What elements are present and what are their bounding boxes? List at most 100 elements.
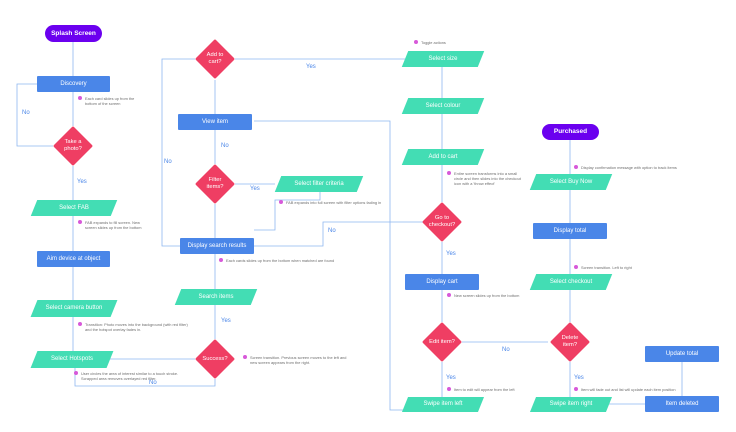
io-label: Select filter criteria [294, 180, 344, 187]
decision-label: Filter items? [206, 177, 224, 190]
note-dot [574, 387, 578, 391]
edge-label-yes: Yes [574, 375, 584, 381]
process-display-cart: Display cart [405, 274, 479, 290]
edge-label-yes: Yes [221, 318, 231, 324]
decision-label: Go to checkout? [428, 215, 456, 228]
note-item-fade-out: Item will fade out and list will update … [581, 387, 676, 392]
decision-delete-item: Delete item? [550, 322, 590, 362]
decision-label: Take a photo? [64, 139, 82, 152]
decision-take-photo: Take a photo? [53, 126, 93, 166]
note-photo-moves: Transition: Photo moves into the backgro… [85, 322, 188, 333]
process-label: Aim device at object [46, 255, 101, 262]
process-aim-device: Aim device at object [37, 251, 110, 267]
note-screen-transition-slides: Screen transition. Previous screen moves… [250, 355, 347, 366]
io-label: Add to cart [428, 153, 458, 160]
note-display-confirmation: Display confirmation message with option… [581, 165, 677, 170]
io-label: Swipe item right [549, 401, 593, 408]
note-dot [243, 355, 247, 359]
edge-label-no: No [502, 347, 510, 353]
note-new-screen-slides: New screen slides up from the bottom [454, 293, 520, 298]
decision-edit-item: Edit item? [422, 322, 462, 362]
edge-label-no: No [328, 228, 336, 234]
io-select-hotspots: Select Hotspots [34, 351, 110, 368]
process-label: Update total [665, 350, 699, 357]
decision-label: Edit item? [429, 338, 455, 345]
note-cards-slide: Each card slides up from the bottom of t… [85, 96, 135, 107]
edge-label-yes: Yes [306, 64, 316, 70]
note-cards-slide-matches: Each cards slides up from the bottom whe… [226, 258, 335, 263]
edge-label-no: No [22, 110, 30, 116]
process-label: View item [202, 118, 228, 125]
io-label: Select colour [425, 102, 461, 109]
process-label: Display search results [187, 242, 247, 249]
process-label: Display cart [426, 278, 458, 285]
edge-takephoto-no-loop [16, 83, 53, 147]
decision-success: Success? [195, 339, 235, 379]
decision-filter-items: Filter items? [195, 164, 235, 204]
decision-add-to-cart: Add to cart? [195, 39, 235, 79]
io-label: Select Hotspots [50, 356, 94, 363]
io-label: Search items [198, 293, 234, 300]
decision-label: Add to cart? [206, 52, 224, 65]
edge-view-right [254, 120, 405, 411]
io-select-size: Select size [405, 51, 481, 67]
process-label: Discovery [60, 80, 87, 87]
note-dot [574, 265, 578, 269]
edge-label-yes: Yes [446, 251, 456, 257]
io-select-buy-now: Select Buy Now [533, 174, 609, 190]
io-swipe-item-right: Swipe item right [533, 397, 609, 412]
process-display-total: Display total [533, 223, 607, 239]
note-dot [78, 96, 82, 100]
edge-display-checkout [254, 221, 423, 247]
edge-select-filter-back [254, 192, 321, 231]
io-select-filter-criteria: Select filter criteria [278, 176, 360, 192]
edge-label-no: No [149, 380, 157, 386]
process-discovery: Discovery [37, 76, 110, 92]
note-filter-fab-expands: FAB expands into full screen with filter… [286, 200, 382, 205]
edge-addcart-no [161, 58, 195, 247]
note-dot [447, 171, 451, 175]
note-dot [414, 40, 418, 44]
io-select-camera-button: Select camera button [34, 300, 114, 317]
note-dot [447, 387, 451, 391]
note-dot [219, 258, 223, 262]
io-select-checkout: Select checkout [533, 274, 609, 290]
io-label: Select camera button [45, 305, 103, 312]
note-dot [447, 293, 451, 297]
edge-label-yes: Yes [250, 186, 260, 192]
edge-success-no-loop [74, 368, 216, 387]
process-update-total: Update total [645, 346, 719, 362]
process-item-deleted: Item deleted [645, 396, 719, 412]
terminal-label: Splash Screen [51, 29, 96, 37]
note-dot [78, 220, 82, 224]
note-item-edit-appear: Item to edit will appear from the left [454, 387, 515, 392]
terminal-splash-screen: Splash Screen [45, 25, 102, 42]
terminal-purchased: Purchased [542, 124, 599, 140]
decision-label: Success? [202, 355, 228, 362]
decision-go-to-checkout: Go to checkout? [422, 202, 462, 242]
terminal-label: Purchased [553, 128, 588, 136]
decision-label: Delete item? [561, 335, 579, 348]
io-search-items: Search items [178, 289, 254, 305]
process-view-item: View item [178, 114, 252, 130]
io-select-fab: Select FAB [34, 200, 114, 216]
note-screen-left-right: Screen transition. Left to right [581, 265, 632, 270]
note-dot [78, 322, 82, 326]
note-entire-screen: Entire screen transforms into a small ci… [454, 171, 521, 187]
process-label: Item deleted [665, 400, 699, 407]
io-label: Select Buy Now [549, 178, 593, 185]
io-swipe-item-left: Swipe item left [405, 397, 481, 412]
io-label: Select size [428, 55, 458, 62]
note-fab-expands: FAB expands to fill screen. New screen s… [85, 220, 142, 231]
io-label: Swipe item left [423, 401, 463, 408]
edge-label-yes: Yes [77, 179, 87, 185]
note-user-circles: User circles the area of interest simila… [81, 371, 179, 382]
note-dot [74, 371, 78, 375]
note-dot [574, 165, 578, 169]
process-label: Display total [553, 227, 587, 234]
io-select-colour: Select colour [405, 98, 481, 114]
edge-label-no: No [221, 143, 229, 149]
note-toggle-actions: Toggle actions [421, 40, 446, 45]
